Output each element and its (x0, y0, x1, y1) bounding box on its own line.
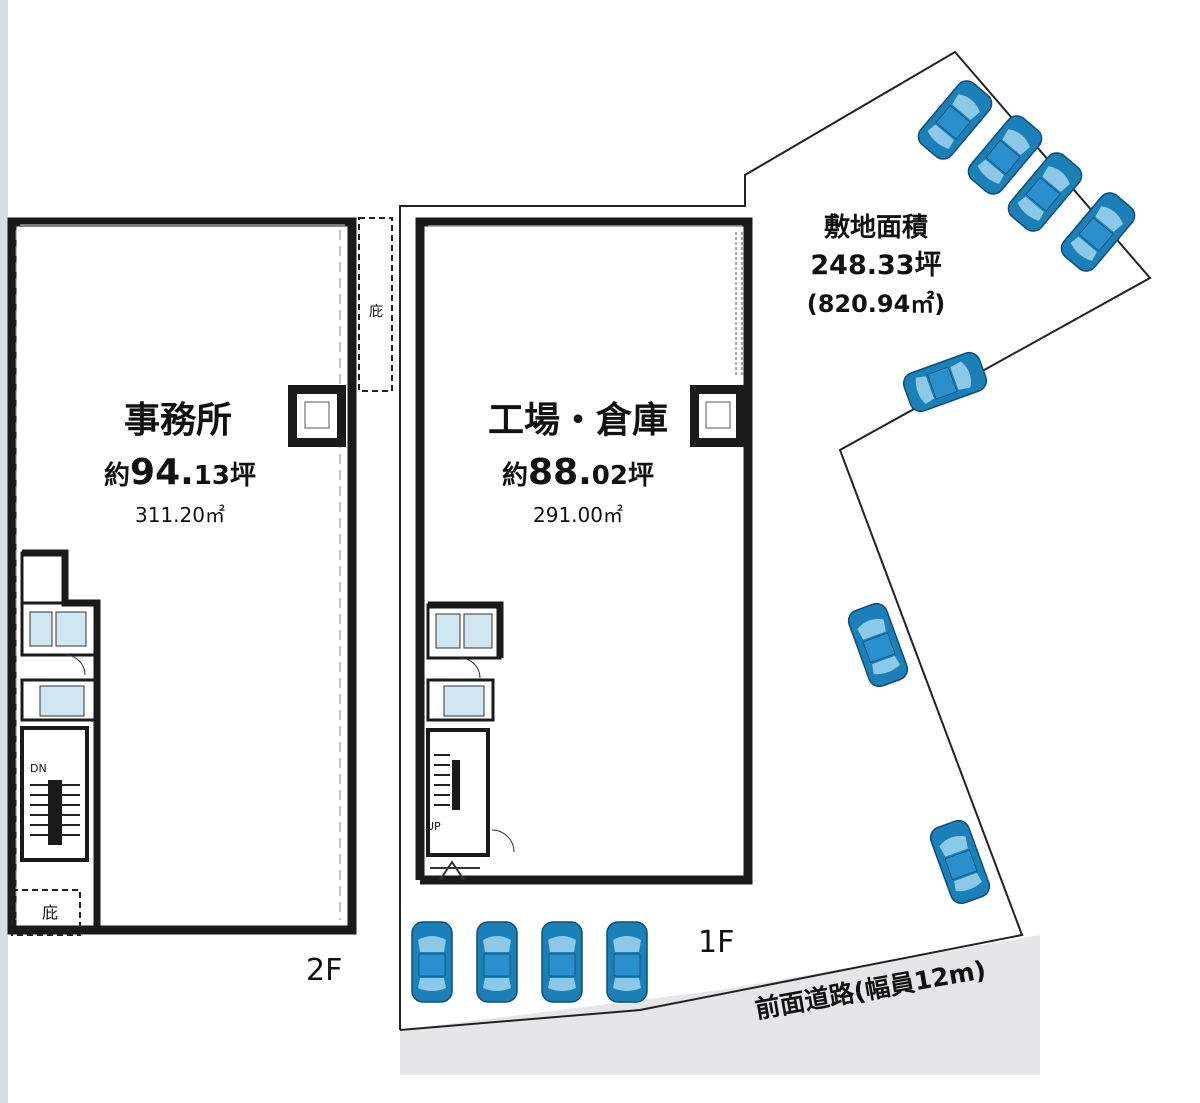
car-icon (1056, 187, 1140, 277)
room-area-m2-2f: 311.20㎡ (135, 503, 225, 527)
eave-bottom-outline (11, 889, 81, 936)
eave-label-top: 庇 (369, 304, 383, 320)
room-name-1f: 工場・倉庫 (488, 400, 668, 441)
floor-label-2f: 2F (306, 953, 342, 988)
car-icon (541, 921, 583, 1003)
road-area (400, 935, 1040, 1075)
room-area-2f: 約94.13坪 (104, 452, 256, 493)
site-area-title: 敷地面積 (824, 212, 928, 243)
floor-2f-plan (7, 217, 393, 936)
site-area-tsubo: 248.33坪 (810, 250, 941, 281)
room-area-1f: 約88.02坪 (502, 452, 654, 493)
eave-label-bottom: 庇 (42, 903, 58, 922)
floor-1f-plan (415, 217, 753, 885)
car-icon (476, 921, 518, 1003)
stair-label-up: UP (426, 820, 441, 833)
room-name-2f: 事務所 (124, 400, 232, 441)
car-icon (411, 921, 453, 1003)
car-icon (899, 348, 991, 416)
car-icon (606, 921, 648, 1003)
site-area-m2: (820.94㎡) (807, 290, 946, 318)
stair-label-dn: DN (30, 762, 47, 775)
room-area-m2-1f: 291.00㎡ (533, 503, 623, 527)
floor-label-1f: 1F (698, 925, 734, 960)
parking-cars (411, 75, 1140, 1003)
eave-top-outline (358, 217, 393, 392)
